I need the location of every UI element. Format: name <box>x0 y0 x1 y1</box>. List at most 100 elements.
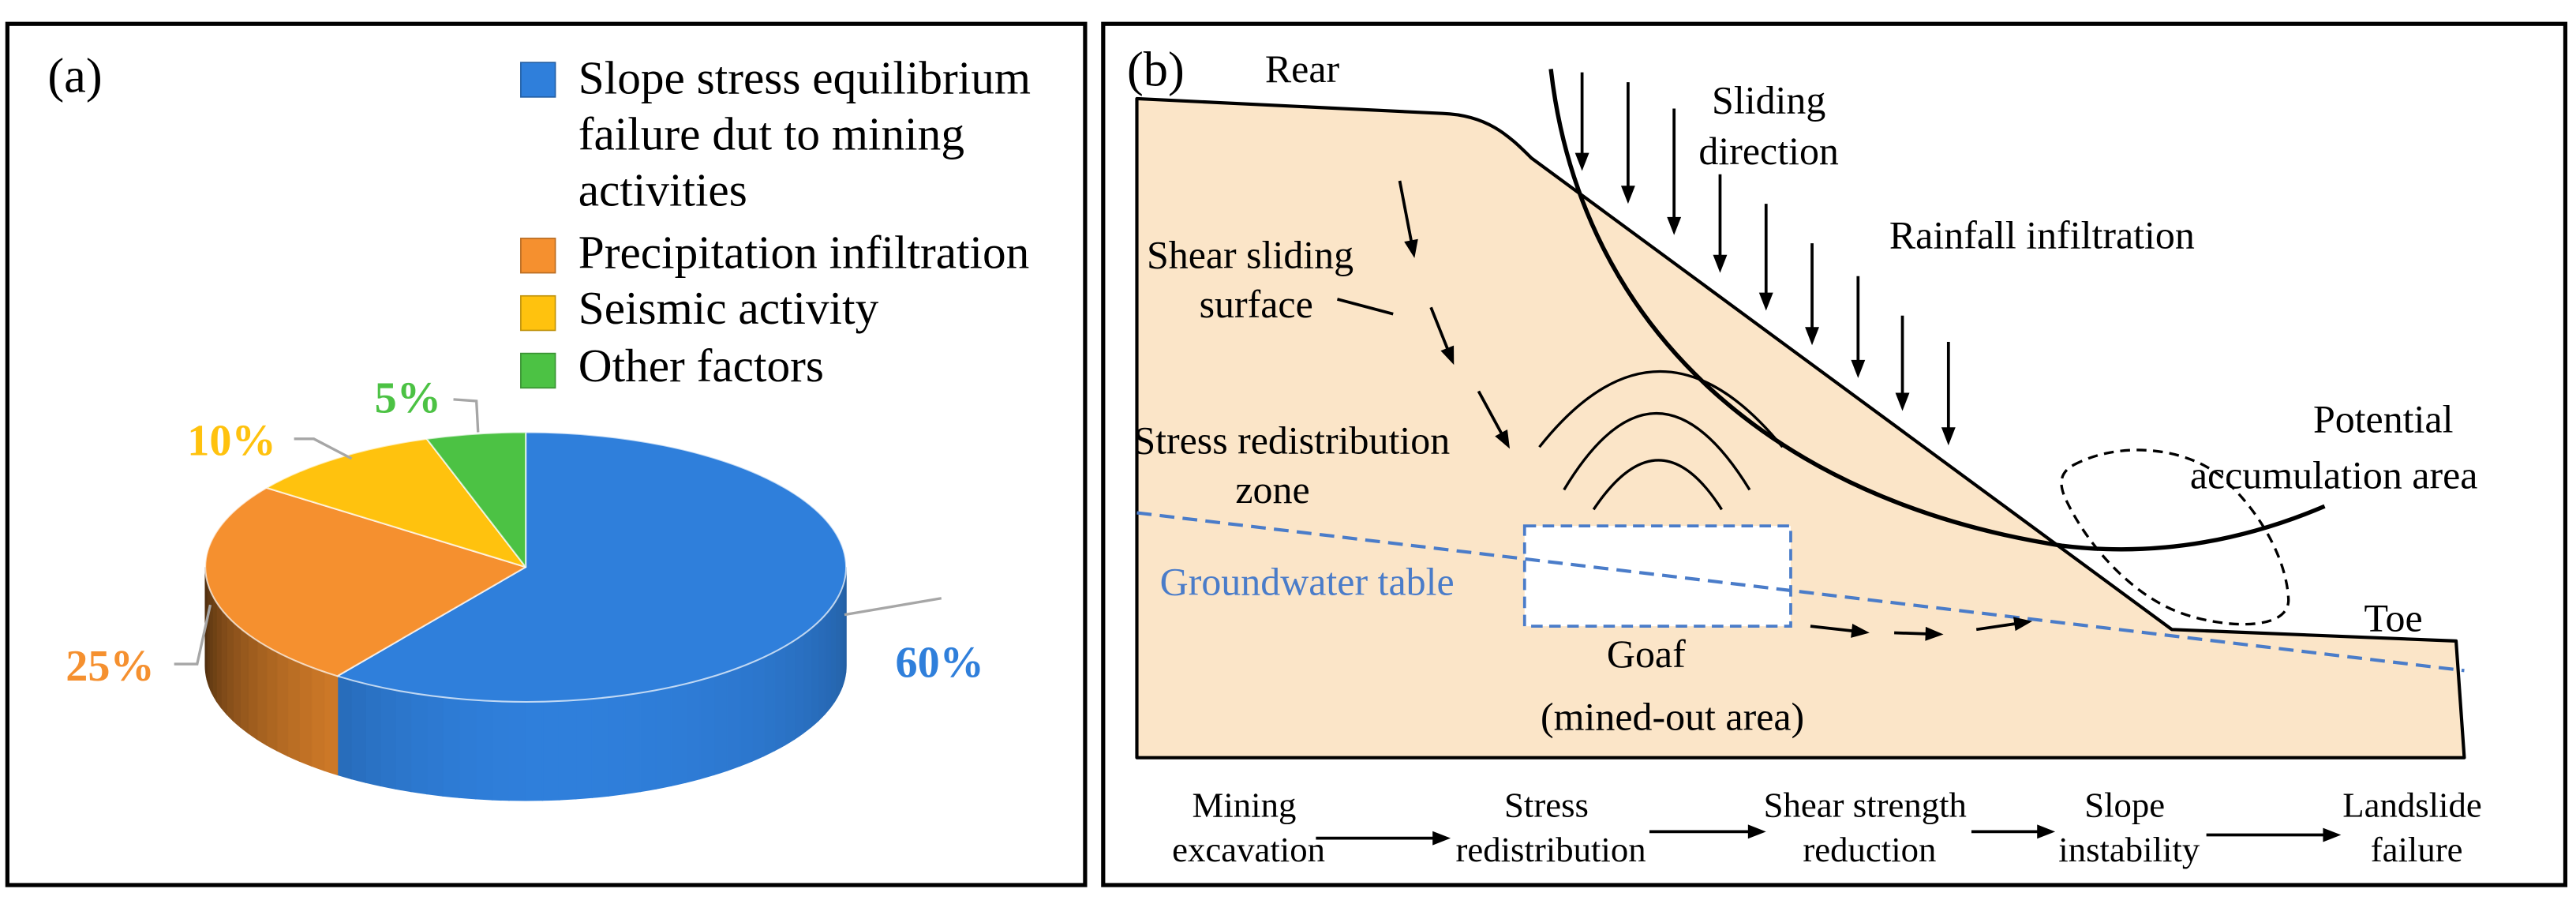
legend-label-line: Precipitation infiltration <box>578 226 1030 278</box>
legend-label-other: Other factors <box>578 339 824 392</box>
seepage-arrow-head <box>2013 617 2032 632</box>
pie-slice-side-0 <box>395 689 412 793</box>
toe-label: Toe <box>2364 595 2422 640</box>
pie-slice-side-0 <box>818 613 826 722</box>
flow-step-stress: Stress redistribution <box>1455 786 1646 869</box>
rear-label: Rear <box>1265 47 1340 91</box>
goaf-box <box>1522 524 1792 628</box>
pie-slice-side-0 <box>793 633 804 741</box>
pie-slice-side-0 <box>713 670 728 776</box>
stress-zone-label: Stress redistribution zone <box>1133 418 1459 512</box>
flow-step-line: reduction <box>1803 830 1936 869</box>
pie-slice-side-0 <box>739 661 753 767</box>
pie-slice-side-0 <box>751 656 765 762</box>
legend-swatch-other <box>520 352 556 389</box>
shear-arrow <box>1477 390 1507 441</box>
pie-slice-side-0 <box>336 675 352 780</box>
pie-slice-side-1 <box>220 606 227 716</box>
shear-surface-line: Shear sliding <box>1147 232 1354 276</box>
pie-slice-side-0 <box>639 689 657 793</box>
goaf-label: Goaf (mined-out area) <box>1541 632 1804 738</box>
pie-slice-side-1 <box>212 595 217 703</box>
flow-step-line: Landslide <box>2342 786 2481 825</box>
accumulation-label: Potential accumulation area <box>2190 397 2478 497</box>
pie-slice-side-1 <box>239 627 249 734</box>
legend-label-line: Other factors <box>578 339 824 392</box>
legend-item-mining: Slope stress equilibrium failure dut to … <box>520 52 1043 216</box>
pie-slice-side-0 <box>558 700 577 801</box>
pie-slice-side-1 <box>232 620 242 729</box>
pie-slice-side-1 <box>215 599 222 709</box>
pie-slice-0 <box>336 431 848 703</box>
legend: Slope stress equilibrium failure dut to … <box>520 52 1043 392</box>
legend-label-precipitation: Precipitation infiltration <box>578 226 1030 278</box>
rain-arrow-head <box>1851 359 1866 378</box>
legend-swatch-mining <box>520 62 556 98</box>
rainfall-arrows <box>1574 72 1956 446</box>
shear-surface-arrows <box>1336 180 1511 449</box>
pie-slice-side-1 <box>310 666 325 771</box>
rain-arrow-head <box>1713 254 1728 273</box>
legend-label-mining: Slope stress equilibrium failure dut to … <box>578 52 1043 216</box>
pie-slice-side-0 <box>655 686 672 790</box>
flow-arrow-head <box>1432 831 1451 846</box>
pie-slice-side-0 <box>425 694 444 797</box>
flow-step-mining: Mining excavation <box>1172 786 1325 869</box>
pie-slice-side-1 <box>275 651 289 757</box>
seepage-arrow-head <box>1925 626 1944 641</box>
data-label-5: 5% <box>375 374 441 423</box>
legend-label-line: activities <box>578 163 747 216</box>
stress-zone-line: Stress redistribution <box>1133 418 1450 463</box>
leader-line-5 <box>453 398 480 433</box>
pie-slice-side-0 <box>380 686 396 790</box>
pie-slice-side-0 <box>726 666 741 771</box>
pie-slice-side-0 <box>575 698 593 800</box>
pie-slice-side-0 <box>784 639 796 746</box>
shear-arrow <box>1429 306 1451 356</box>
pie-slice-side-0 <box>685 679 701 783</box>
rain-arrow-head <box>1805 327 1819 346</box>
panel-a-label: (a) <box>47 48 102 103</box>
sliding-direction-line: direction <box>1698 129 1839 173</box>
pie-slice-side-0 <box>763 651 776 757</box>
legend-item-other: Other factors <box>520 339 824 392</box>
goaf-line: (mined-out area) <box>1541 694 1804 738</box>
seepage-arrow <box>1975 621 2022 632</box>
flow-step-line: excavation <box>1172 830 1325 869</box>
flow-step-line: instability <box>2058 830 2200 869</box>
pie-slice-side-0 <box>699 675 715 780</box>
pie-slice-side-0 <box>442 696 460 798</box>
pie-slice-side-1 <box>226 613 234 722</box>
flow-arrow-head <box>2323 827 2342 842</box>
legend-swatch-seismic <box>520 294 556 332</box>
pie-slice-side-0 <box>525 700 544 801</box>
shear-arrow <box>1398 180 1414 248</box>
accumulation-line: accumulation area <box>2190 452 2478 497</box>
pie-slice-side-0 <box>829 599 836 709</box>
slope-body <box>1135 96 2466 760</box>
legend-item-seismic: Seismic activity <box>520 282 879 334</box>
flow-step-line: Shear strength <box>1764 786 1967 825</box>
accumulation-area-outline <box>2060 448 2290 626</box>
legend-label-line: Seismic activity <box>578 282 879 334</box>
data-label-25: 25% <box>66 642 154 691</box>
sliding-surface-curve <box>1548 69 2326 552</box>
pie-slice-side-0 <box>608 694 626 797</box>
flow-step-line: Mining <box>1193 786 1297 825</box>
legend-label-line: failure dut to mining <box>578 107 964 159</box>
pie-slice-side-0 <box>773 645 786 752</box>
accumulation-line: Potential <box>2313 397 2454 441</box>
flow-step-line: Stress <box>1504 786 1589 825</box>
legend-label-line: Slope stress equilibrium <box>578 52 1031 104</box>
legend-label-seismic: Seismic activity <box>578 282 879 334</box>
pie-slice-side-0 <box>834 595 840 703</box>
pie-slice-side-0 <box>508 700 526 801</box>
shear-surface-label: Shear sliding surface <box>1147 232 1364 325</box>
sliding-direction-line: Sliding <box>1712 78 1825 122</box>
pie-slice-side-1 <box>256 639 268 746</box>
leader-line-25 <box>174 604 212 666</box>
pie-chart <box>204 431 848 801</box>
pie-slice-side-1 <box>247 633 258 741</box>
groundwater-table-line <box>1136 511 2465 673</box>
seepage-arrow-head <box>1851 624 1870 638</box>
